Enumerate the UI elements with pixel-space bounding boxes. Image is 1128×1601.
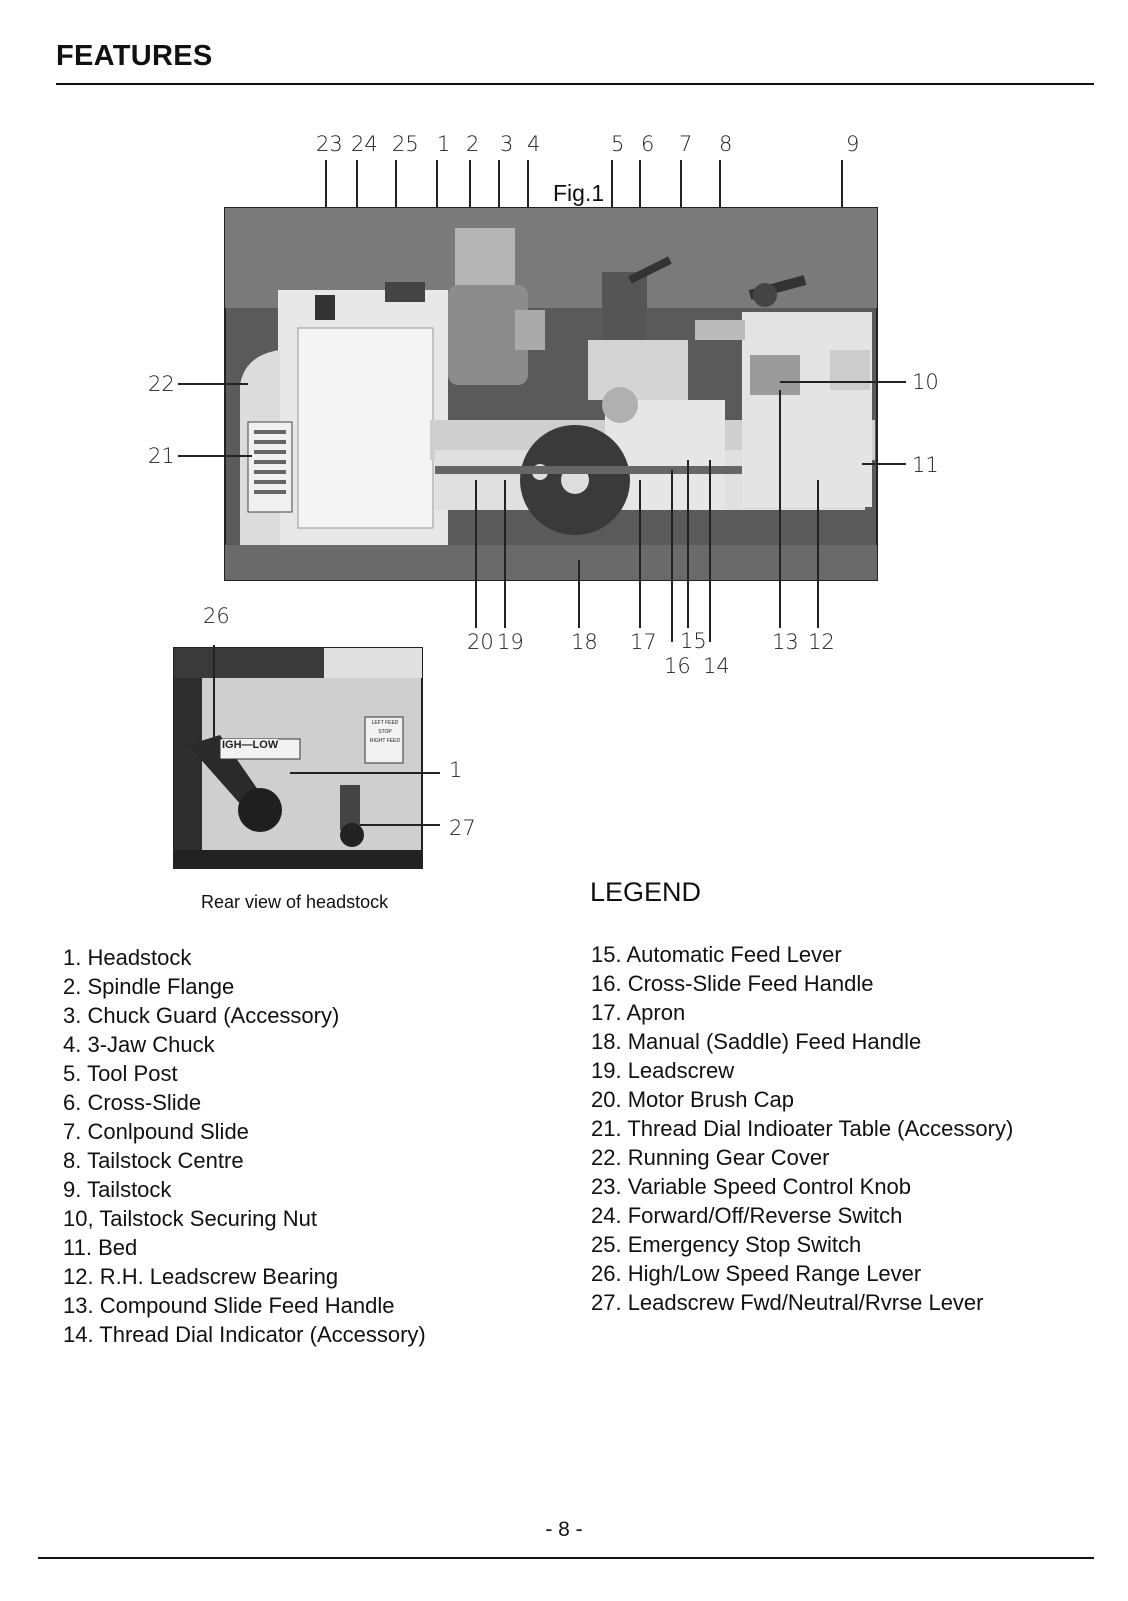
feed-direction-plate: LEFT FEED STOP RIGHT FEED [367,719,403,746]
page-title: FEATURES [56,40,213,73]
legend-item: 20. Motor Brush Cap [591,1085,1013,1114]
rear-view-photo [170,625,470,875]
callout-27: 27 [449,818,476,839]
rear-view-caption: Rear view of headstock [201,892,388,913]
legend-item: 4. 3-Jaw Chuck [63,1030,426,1059]
legend-item: 2. Spindle Flange [63,972,426,1001]
callout-17: 17 [630,632,657,653]
legend-title: LEGEND [590,877,701,908]
high-low-plate: IGH—LOW [222,739,278,751]
callout-21: 21 [148,446,175,467]
callout-18: 18 [571,632,598,653]
legend-item: 24. Forward/Off/Reverse Switch [591,1201,1013,1230]
legend-item: 15. Automatic Feed Lever [591,940,1013,969]
legend-item: 21. Thread Dial Indioater Table (Accesso… [591,1114,1013,1143]
legend-list-left: 1. Headstock 2. Spindle Flange 3. Chuck … [63,943,426,1349]
legend-item: 13. Compound Slide Feed Handle [63,1291,426,1320]
callout-13: 13 [772,632,799,653]
callout-22: 22 [148,374,175,395]
legend-item: 19. Leadscrew [591,1056,1013,1085]
feed-label-right: RIGHT FEED [367,737,403,746]
feed-label-left: LEFT FEED [367,719,403,728]
legend-item: 5. Tool Post [63,1059,426,1088]
legend-item: 14. Thread Dial Indicator (Accessory) [63,1320,426,1349]
legend-item: 3. Chuck Guard (Accessory) [63,1001,426,1030]
legend-item: 23. Variable Speed Control Knob [591,1172,1013,1201]
callout-15: 15 [680,631,707,652]
legend-item: 27. Leadscrew Fwd/Neutral/Rvrse Lever [591,1288,1013,1317]
legend-item: 10, Tailstock Securing Nut [63,1204,426,1233]
legend-item: 8. Tailstock Centre [63,1146,426,1175]
legend-item: 16. Cross-Slide Feed Handle [591,969,1013,998]
legend-item: 11. Bed [63,1233,426,1262]
legend-item: 17. Apron [591,998,1013,1027]
legend-item: 25. Emergency Stop Switch [591,1230,1013,1259]
page-number: - 8 - [0,1518,1128,1542]
legend-item: 6. Cross-Slide [63,1088,426,1117]
legend-item: 12. R.H. Leadscrew Bearing [63,1262,426,1291]
header-rule [56,83,1094,85]
legend-item: 7. Conlpound Slide [63,1117,426,1146]
callout-26: 26 [203,606,230,627]
callout-12: 12 [808,632,835,653]
legend-item: 26. High/Low Speed Range Lever [591,1259,1013,1288]
legend-item: 1. Headstock [63,943,426,972]
legend-item: 9. Tailstock [63,1175,426,1204]
legend-item: 18. Manual (Saddle) Feed Handle [591,1027,1013,1056]
legend-list-right: 15. Automatic Feed Lever 16. Cross-Slide… [591,940,1013,1317]
footer-rule [38,1557,1094,1559]
callout-20: 20 [467,632,494,653]
callout-11: 11 [912,455,939,476]
callout-14: 14 [703,656,730,677]
legend-item: 22. Running Gear Cover [591,1143,1013,1172]
feed-label-stop: STOP [367,728,403,737]
callout-19: 19 [497,632,524,653]
callout-10: 10 [912,372,939,393]
callout-16: 16 [664,656,691,677]
callout-rear-1: 1 [449,760,462,781]
